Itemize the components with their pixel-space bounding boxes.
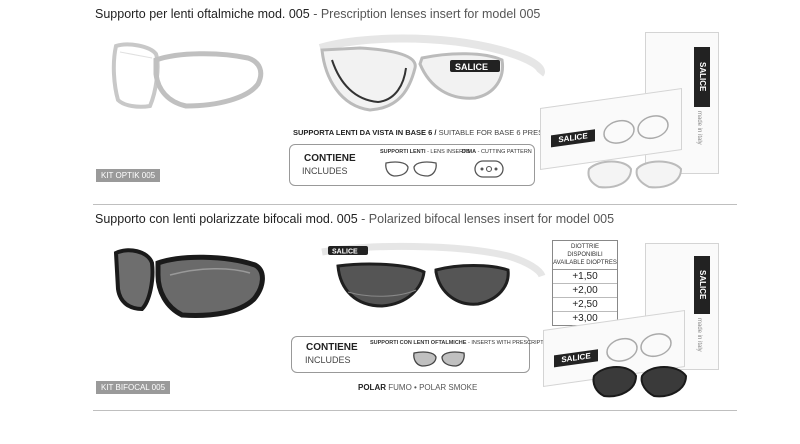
cutting-pattern-it: DIMA [462,149,477,155]
polar-color-it: FUMO [388,383,412,392]
contents-panel-bifocal: CONTIENE INCLUDES SUPPORTI CON LENTI OFT… [291,336,577,373]
box-brand-vertical: SALICE [694,47,710,107]
contains2-label-it: CONTIENE [306,342,358,353]
section1-title: Supporto per lenti oftalmiche mod. 005 -… [95,7,540,21]
lens-color-caption: POLAR FUMO • POLAR SMOKE [358,383,477,392]
section1-title-en: - Prescription lenses insert for model 0… [313,7,541,21]
flat-box-brand: SALICE [551,129,595,148]
lens-insert-frame-image [111,42,264,109]
contents-panel-optik: CONTIENE INCLUDES SUPPORTI LENTI - LENS … [289,144,535,186]
clear-lens-inserts-image [587,160,683,189]
white-sunglasses-image: SALICE [318,34,545,112]
section2-title-it: Supporto con lenti polarizzate bifocali … [95,212,358,226]
diopters-header-it: DIOTTRIE DISPONIBILI [567,244,603,258]
contains-label-it: CONTIENE [304,153,356,164]
lens-inserts-it: SUPPORTI LENTI [380,149,426,155]
prescription-inserts-en: INSERTS WITH PRESCRIPTION LENSES [471,340,577,346]
dark-lens-inserts-image [592,366,688,398]
diopter-row: +3,00 [572,313,598,324]
flat-box-lens-image [603,115,669,144]
base-note: SUPPORTA LENTI DA VISTA IN BASE 6 / SUIT… [293,128,611,137]
box2-brand-tag: made in italy [696,318,702,352]
diopters-table: DIOTTRIE DISPONIBILI AVAILABLE DIOPTRES … [552,240,618,326]
product-box-flat-optik: SALICE [540,88,682,170]
cutting-pattern-caption: DIMA - CUTTING PATTERN [462,149,532,155]
section-divider [93,204,737,205]
base-note-it: SUPPORTA LENTI DA VISTA IN BASE 6 / [293,128,437,137]
sunglasses-brand-mark: SALICE [455,62,488,72]
cutting-pattern-icon [474,160,504,178]
prescription-inserts-it: SUPPORTI CON LENTI OFTALMICHE [370,340,467,346]
box2-brand-vertical: SALICE [694,256,710,314]
flat-box2-lens-image [606,333,672,362]
section1-title-it: Supporto per lenti oftalmiche mod. 005 [95,7,310,21]
lens-inserts-en: - LENS INSERTS [427,149,471,155]
polar-separator: • [414,383,417,392]
diopter-row: +1,50 [553,270,617,284]
bifocal-inserts-icon [413,351,465,367]
diopters-header: DIOTTRIE DISPONIBILI AVAILABLE DIOPTRES [553,241,617,270]
section2-title-en: - Polarized bifocal lenses insert for mo… [361,212,615,226]
base-note-en: SUITABLE FOR BASE 6 PRESCRIPTION LENSES [438,128,611,137]
contains-label-en: INCLUDES [302,166,348,176]
product-box-flat-bifocal: SALICE [543,310,685,387]
diopter-row: +2,00 [553,284,617,298]
polar-bold: POLAR [358,383,386,392]
lens-inserts-icon [385,161,437,177]
polar-color-en: POLAR SMOKE [419,383,478,392]
lens-inserts-caption: SUPPORTI LENTI - LENS INSERTS [380,149,470,155]
diopters-header-en: AVAILABLE DIOPTRES [553,260,617,266]
kit-bifocal-label: KIT BIFOCAL 005 [96,381,171,394]
section2-title: Supporto con lenti polarizzate bifocali … [95,212,614,226]
bottom-divider [93,410,737,411]
bifocal-insert-image [113,248,265,318]
box-brand-tag: made in italy [696,111,702,145]
bifocal-brand-mark: SALICE [332,249,358,256]
white-sunglasses-bifocal-image: SALICE [321,242,546,308]
cutting-pattern-en: - CUTTING PATTERN [477,149,532,155]
kit-optik-label: KIT OPTIK 005 [96,169,161,182]
contains2-label-en: INCLUDES [305,355,351,365]
prescription-inserts-caption: SUPPORTI CON LENTI OFTALMICHE - INSERTS … [370,340,577,346]
diopter-row: +2,50 [553,298,617,312]
